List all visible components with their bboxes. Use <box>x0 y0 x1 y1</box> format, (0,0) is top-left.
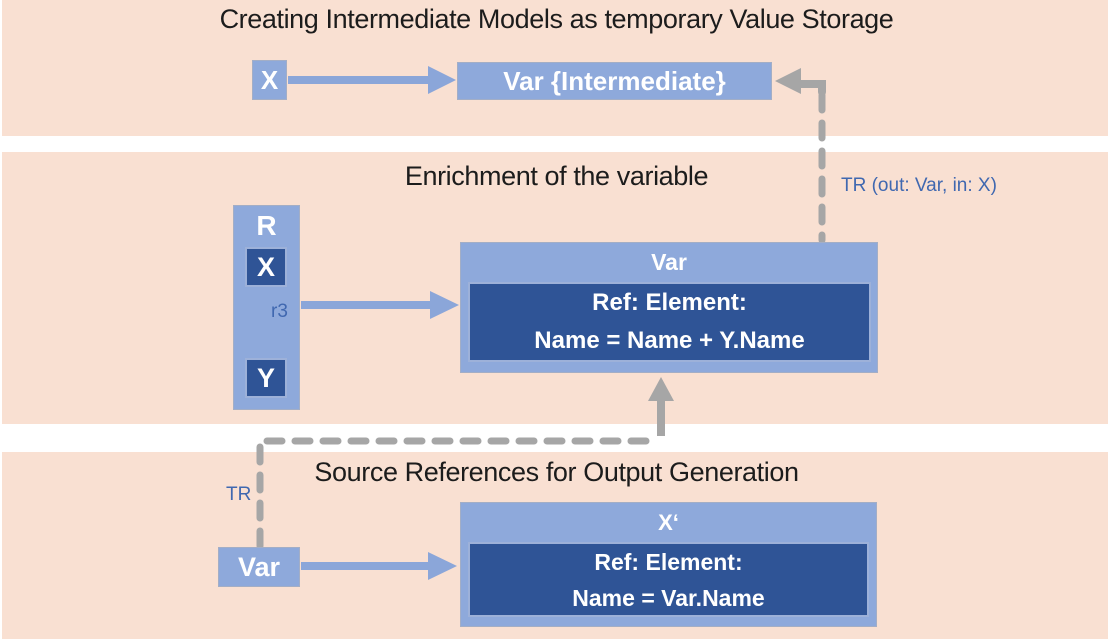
band2-title: Enrichment of the variable <box>404 161 709 191</box>
relation-y-box: Y <box>245 358 287 398</box>
x-source-box: X <box>252 60 287 100</box>
var-source-box: Var <box>218 547 300 587</box>
output-box-header: X‘ <box>658 510 679 535</box>
var-box-body: Ref: Element: Name = Name + Y.Name <box>468 282 871 362</box>
var-box-line1: Ref: Element: <box>592 289 747 316</box>
output-box-body: Ref: Element: Name = Var.Name <box>468 542 869 617</box>
output-box-line1: Ref: Element: <box>594 548 743 575</box>
relation-header: R <box>256 210 277 241</box>
output-box-line2: Name = Var.Name <box>572 584 765 611</box>
tr-out-label: TR (out: Var, in: X) <box>841 175 997 196</box>
band3-title: Source References for Output Generation <box>314 457 799 487</box>
var-box-line2: Name = Name + Y.Name <box>534 327 805 354</box>
var-box-header: Var <box>651 249 687 275</box>
tr-label: TR <box>226 484 252 505</box>
relation-x-box: X <box>245 247 287 287</box>
band1-title: Creating Intermediate Models as temporar… <box>219 4 894 34</box>
relation-edge-label: r3 <box>271 301 288 322</box>
var-intermediate-box: Var {Intermediate} <box>457 62 772 100</box>
